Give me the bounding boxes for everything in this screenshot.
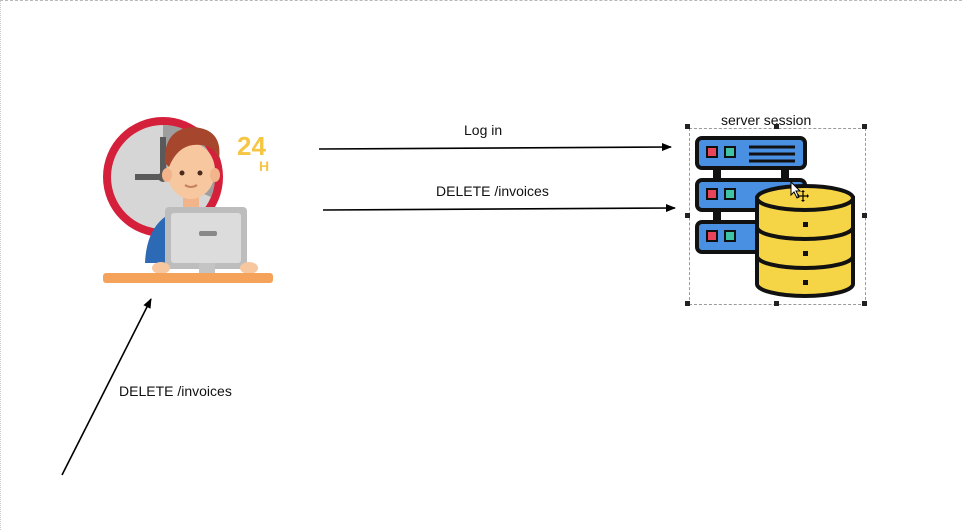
- delete-top-arrow[interactable]: [322, 204, 676, 213]
- delete-bottom-label: DELETE /invoices: [119, 383, 232, 399]
- user-at-computer-24h-icon[interactable]: 24 H: [101, 113, 281, 288]
- resize-handle-bm[interactable]: [774, 301, 779, 306]
- resize-handle-tl[interactable]: [685, 124, 690, 129]
- delete-top-label: DELETE /invoices: [436, 183, 549, 199]
- server-database-icon[interactable]: [693, 134, 861, 298]
- resize-handle-ml[interactable]: [685, 213, 690, 218]
- resize-handle-br[interactable]: [862, 301, 867, 306]
- login-arrow[interactable]: [318, 143, 672, 152]
- server-session-label: server session: [721, 112, 812, 128]
- move-cursor-icon: [790, 180, 810, 208]
- resize-handle-tr[interactable]: [862, 124, 867, 129]
- badge-24-text: 24: [237, 131, 266, 161]
- badge-h-text: H: [259, 158, 269, 174]
- resize-handle-tm[interactable]: [774, 124, 779, 129]
- login-label: Log in: [464, 122, 503, 138]
- resize-handle-bl[interactable]: [685, 301, 690, 306]
- resize-handle-mr[interactable]: [862, 213, 867, 218]
- delete-bottom-arrow[interactable]: [61, 298, 152, 476]
